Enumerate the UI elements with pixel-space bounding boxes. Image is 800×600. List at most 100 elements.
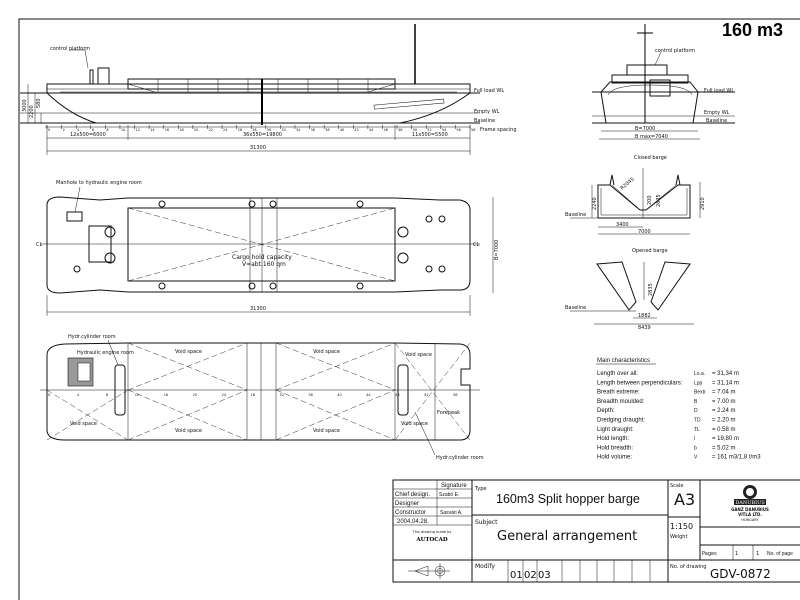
characteristic-label: Breath extreme: — [597, 390, 640, 396]
characteristic-symbol: Lo.a. — [694, 371, 705, 377]
dim-draught: 2200 — [29, 105, 35, 118]
void-space-label: Void space — [405, 352, 432, 358]
opened-barge-title: Opened barge — [632, 248, 668, 254]
frame-number: 44 — [369, 128, 374, 132]
frame-number: 38 — [325, 128, 329, 132]
characteristic-value: = 19,80 m — [712, 436, 739, 442]
frame-number: 4 — [77, 393, 80, 397]
characteristic-symbol: TL — [694, 427, 700, 433]
frame-number: 56 — [453, 393, 457, 397]
frame-number: 14 — [150, 128, 155, 132]
frame-number: 8 — [106, 393, 108, 397]
frame-number: 48 — [395, 393, 399, 397]
frame-number: 16 — [164, 393, 168, 397]
characteristic-symbol: b — [694, 445, 697, 451]
chief-design-label: Chief design. — [395, 492, 430, 498]
scale-value: 1:150 — [670, 522, 693, 531]
frame-number: 22 — [208, 128, 212, 132]
constructor-label: Constructor — [395, 510, 426, 516]
hydraulic-engine-room-label: Hydraulic engine room — [77, 350, 134, 356]
hydr-cylinder-room-aft: Hydr.cylinder room — [68, 334, 116, 340]
frame-number: 52 — [427, 128, 431, 132]
type-label: Type — [474, 486, 486, 492]
pages-value: 1 — [735, 551, 738, 557]
characteristic-value: = 161 m3/1,8 t/m3 — [712, 455, 761, 461]
cargo-hold — [127, 207, 396, 282]
frame-number: 34 — [296, 128, 301, 132]
frame-number: 50 — [413, 128, 417, 132]
void-space-label: Void space — [175, 349, 202, 355]
characteristic-value: = 31,14 m — [712, 380, 739, 386]
frame-number: 32 — [281, 128, 285, 132]
cargo-value: V=abt.160 qm — [242, 261, 286, 268]
dim-2835: 2835 — [648, 283, 654, 296]
frame-number: 32 — [279, 393, 283, 397]
opened-barge-section: Opened barge Baseline 2835 1882 8439 — [565, 248, 694, 331]
cross-section-view: control platform Full load WL Empty WL B… — [592, 24, 735, 140]
sheet-size: A3 — [674, 490, 695, 509]
characteristic-symbol: TD — [694, 418, 701, 424]
modify-label: Modify — [475, 563, 495, 570]
dim-mid: 36x550=19800 — [243, 132, 282, 138]
projection-symbol-icon — [408, 563, 450, 579]
dim-2635: 2635 — [656, 194, 662, 207]
deck-outline — [46, 196, 471, 294]
frame-number: 8 — [106, 128, 108, 132]
dim-aft: 12x500=6000 — [70, 132, 106, 138]
centerline-fwd: CL — [473, 242, 479, 248]
software: AUTOCAD — [415, 537, 448, 543]
characteristic-label: Hold breadth: — [597, 445, 633, 451]
characteristic-label: Light draught: — [597, 427, 634, 433]
frame-number: 20 — [193, 393, 197, 397]
constructor-name: Sasvári A. — [440, 510, 463, 516]
frame-number: 56 — [456, 128, 460, 132]
dim-bmax: B max=7040 — [635, 134, 668, 140]
characteristic-value: = 2.24 m — [712, 408, 736, 414]
weight-label: Weight — [670, 534, 687, 540]
void-space-label: Void space — [313, 428, 340, 434]
side-elevation-view: control platform Full load WL Empty WL B… — [20, 24, 517, 155]
empty-wl-label: Empty WL — [474, 109, 500, 115]
manhole-label: Manhole to hydraulic engine room — [56, 180, 142, 186]
frame-number: 58 — [471, 128, 475, 132]
frame-number: 46 — [383, 128, 387, 132]
frame-spacing-label: Frame spacing — [480, 127, 517, 133]
frame-number: 36 — [311, 128, 315, 132]
deck-plan-view: Manhole to hydraulic engine room Cargo h… — [36, 180, 500, 316]
frame-number: 48 — [398, 128, 402, 132]
capacity-badge: 160 m3 — [722, 20, 783, 40]
frame-number: 52 — [424, 393, 428, 397]
signature-header: Signature — [441, 483, 467, 489]
characteristic-label: Hold volume: — [597, 455, 632, 461]
closed-barge-title: Closed barge — [634, 155, 667, 161]
void-space-label: Void space — [175, 428, 202, 434]
characteristic-label: Breadth moulded: — [597, 399, 645, 405]
pages-label: Pages — [702, 551, 717, 557]
drawing-no: GDV-0872 — [710, 567, 771, 581]
frame-number: 40 — [337, 393, 341, 397]
frame-number: 12 — [136, 128, 140, 132]
void-space-label: Void space — [70, 421, 97, 427]
control-platform-label: control platform — [50, 46, 90, 52]
characteristic-symbol: D — [694, 408, 698, 414]
company-line2: VITLA LTD. — [738, 512, 762, 517]
baseline-label: Baseline — [565, 305, 586, 311]
characteristic-value: = 7.04 m — [712, 390, 736, 396]
frame-number: 28 — [252, 128, 256, 132]
characteristic-label: Length over all: — [597, 371, 638, 377]
closed-barge-section: Closed barge Baseline R2045 200 2635 224… — [565, 155, 706, 235]
dim-200: 200 — [647, 195, 653, 205]
type-value: 160m3 Split hopper barge — [496, 492, 640, 506]
characteristic-symbol: Bextr — [694, 390, 706, 396]
characteristic-label: Depth: — [597, 408, 615, 414]
frame-number: 54 — [442, 128, 447, 132]
characteristic-label: Length between perpendiculars: — [597, 380, 683, 386]
made-by: This drawing made by — [412, 530, 452, 534]
full-load-wl-label: Full load WL — [474, 88, 504, 94]
main-characteristics-title: Main characteristics — [597, 358, 650, 364]
frame-number: 44 — [366, 393, 371, 397]
dim-empty: 580 — [36, 98, 42, 108]
control-platform-label: control platform — [655, 48, 695, 54]
characteristic-value: = 7.00 m — [712, 399, 736, 405]
baseline-label: Baseline — [706, 118, 727, 124]
